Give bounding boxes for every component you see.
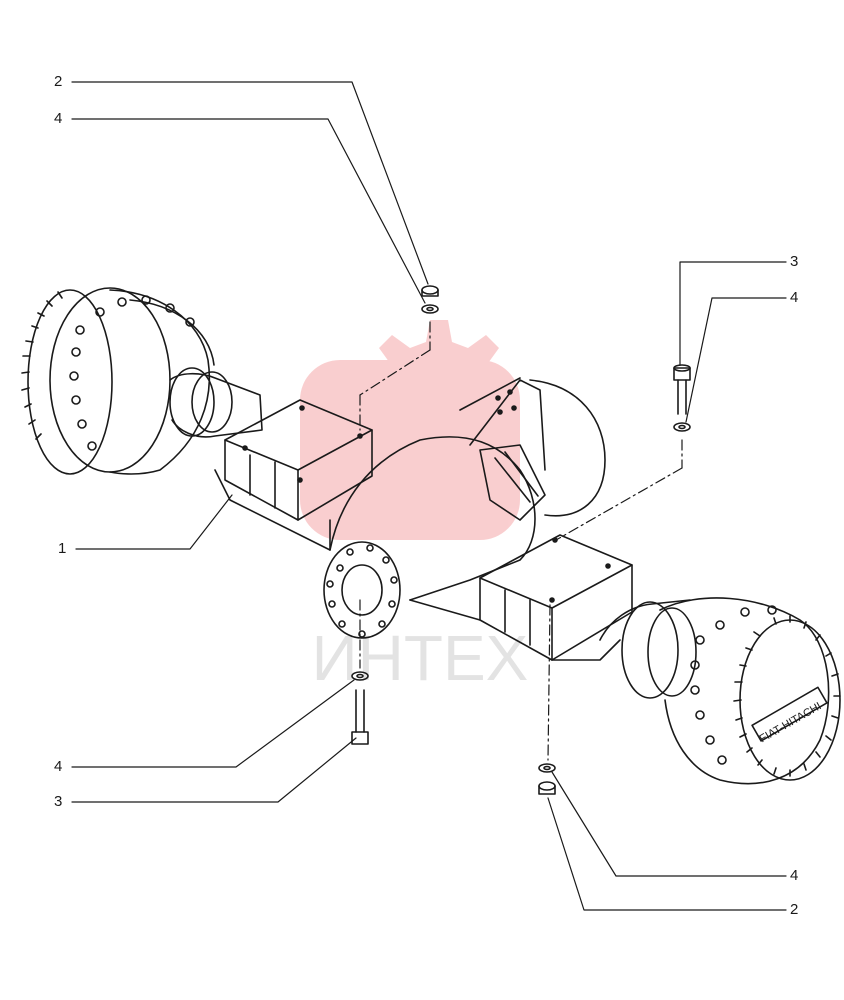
callout-2-bottom-right: 2 <box>790 901 799 918</box>
assembly-center-lines <box>359 321 683 761</box>
callout-3-right: 3 <box>790 253 799 270</box>
left-mount-bracket <box>214 399 373 551</box>
differential-housing <box>323 377 606 639</box>
hub-brand-label: FIAT-HITACHI <box>758 700 824 745</box>
bolt-bottom-left <box>351 671 369 745</box>
callout-4-bottom-right: 4 <box>790 867 799 884</box>
callout-leaders <box>71 81 787 911</box>
left-wheel-hub <box>21 287 263 475</box>
bolt-right <box>673 364 691 432</box>
callout-1-left: 1 <box>58 540 67 557</box>
callout-4-right: 4 <box>790 289 799 306</box>
watermark-logo <box>300 320 520 540</box>
callout-3-bottom-left: 3 <box>54 793 63 810</box>
callout-2-top-left: 2 <box>54 73 63 90</box>
nut-bottom-right <box>538 763 556 795</box>
callout-4-top-left: 4 <box>54 110 63 127</box>
callout-4-bottom-left: 4 <box>54 758 63 775</box>
nut-top-left <box>421 285 439 314</box>
right-wheel-hub <box>599 597 841 785</box>
